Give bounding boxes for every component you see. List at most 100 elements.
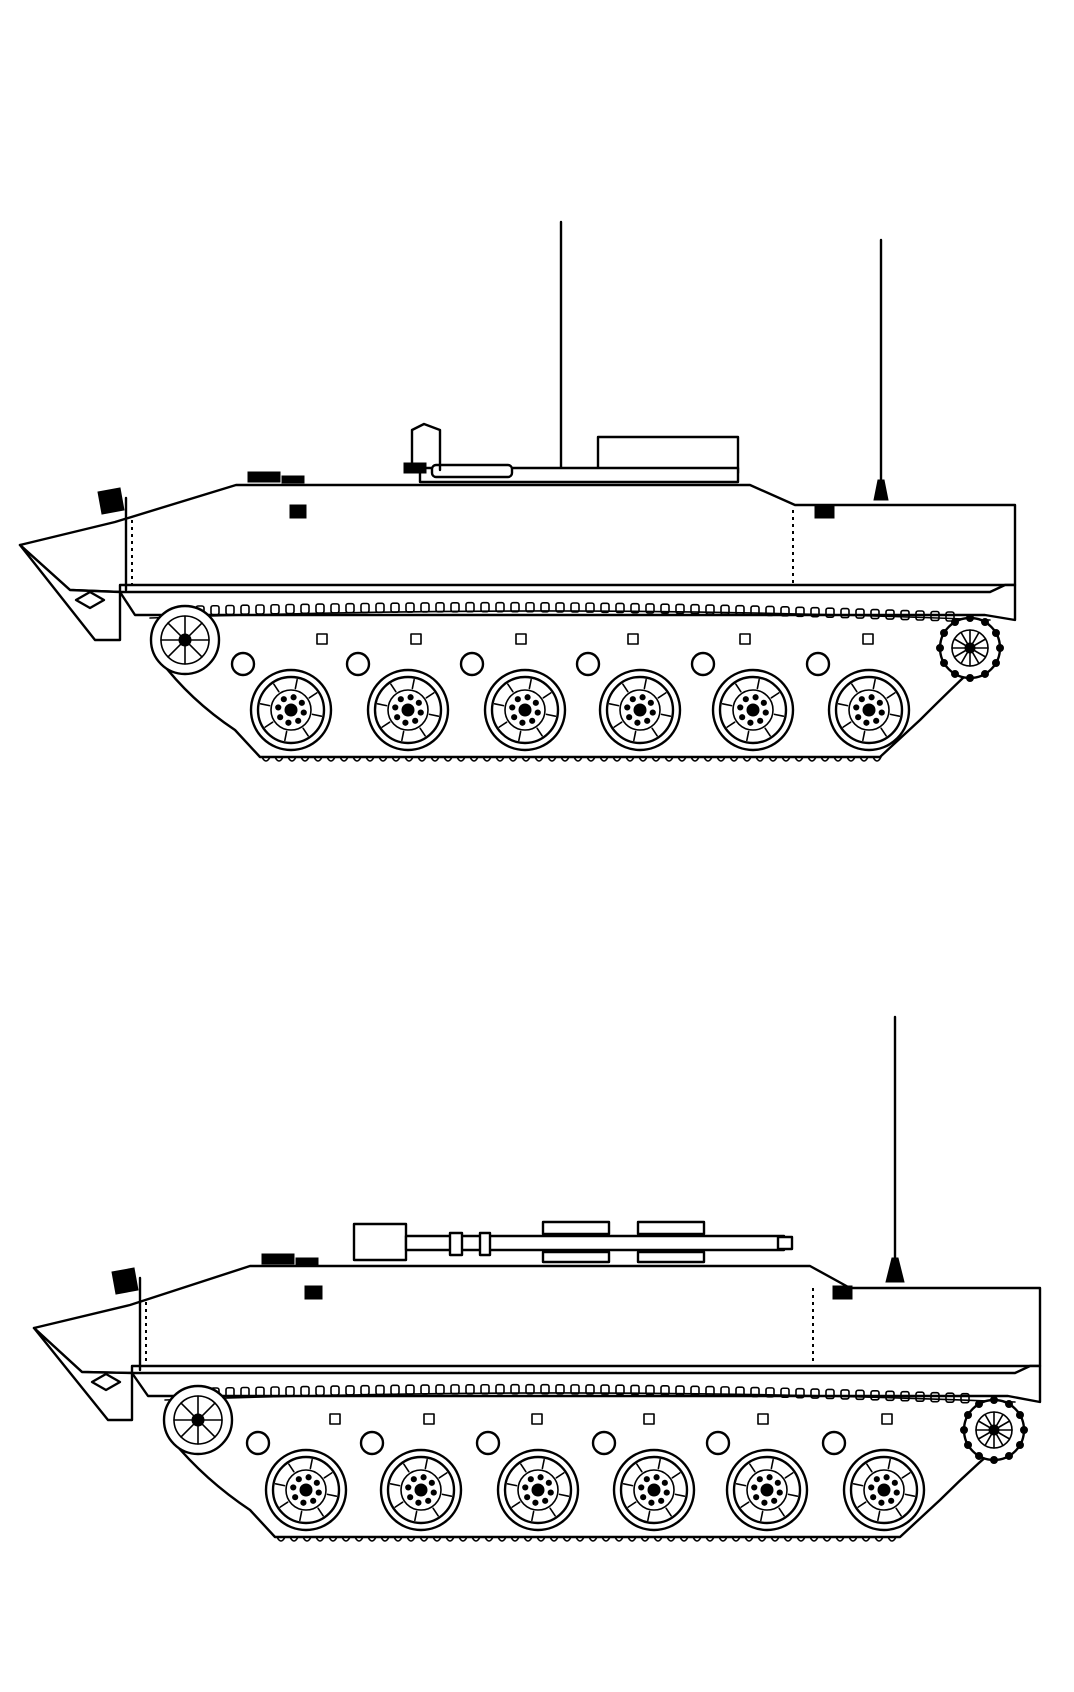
vehicle-side-view-top (18, 220, 1017, 762)
hull-upper (18, 483, 1017, 594)
wheel-rib (424, 1458, 428, 1470)
track-link (480, 601, 490, 613)
wheel-bolt (545, 1479, 552, 1486)
sprocket-tooth (966, 674, 974, 682)
wheel-bolt (638, 1484, 645, 1491)
wheel-bolt (626, 714, 633, 721)
track-link (456, 756, 466, 762)
wheel-rib (555, 1472, 565, 1479)
track-link (615, 602, 625, 614)
wheel-bolt (509, 704, 516, 711)
track-link (859, 756, 869, 762)
sprocket-tooth (990, 1456, 998, 1464)
track-link (651, 756, 661, 762)
track-link (750, 605, 760, 616)
wheel-rib (302, 727, 309, 737)
track-link (276, 1536, 286, 1542)
idler-spoke (188, 622, 203, 637)
track-link (525, 1383, 535, 1395)
track-link (757, 1536, 767, 1542)
wheel-bolt (315, 1489, 322, 1496)
wheel-bolt (640, 1494, 647, 1501)
track-link (345, 602, 355, 614)
track-link (675, 1385, 685, 1396)
track-link (445, 1536, 455, 1542)
track-link (945, 611, 955, 622)
track-link (480, 1383, 490, 1395)
track-link (375, 602, 385, 614)
sprocket-spoke (960, 651, 969, 665)
track-link (653, 1536, 663, 1542)
wheel-rib (622, 683, 629, 693)
track-link (240, 604, 250, 616)
track-link (915, 610, 925, 621)
track-link (690, 603, 700, 615)
wheel-bolt (663, 1489, 670, 1496)
track-link (679, 1536, 689, 1542)
wheel-rib (770, 692, 780, 699)
wheel-rib (438, 1472, 448, 1479)
wheel-bolt (313, 1479, 320, 1486)
track-link (285, 603, 295, 615)
track-link (300, 1385, 310, 1397)
wheel-bolt (402, 719, 409, 726)
track-link (833, 756, 843, 762)
track-link (270, 1386, 280, 1397)
track-link (534, 756, 544, 762)
wheel-bolt (661, 1479, 668, 1486)
sprocket-tooth (964, 1411, 973, 1419)
track-link (405, 1384, 415, 1396)
wheel-rib (506, 1483, 518, 1487)
track-link (523, 1536, 533, 1542)
track-link (705, 604, 715, 615)
track-links-upper (195, 601, 955, 622)
sprocket-spoke (997, 1431, 1011, 1440)
track-link (330, 1385, 340, 1396)
wheel-bolt (524, 694, 531, 701)
track-link (720, 604, 730, 616)
track-link (300, 756, 310, 762)
antenna-rear-mount (873, 479, 889, 501)
wheel-bolt (756, 1476, 763, 1483)
wheel-bolt (888, 1497, 895, 1504)
road-wheel (711, 668, 795, 752)
track-link (255, 604, 265, 615)
wheel-bolt (868, 1484, 875, 1491)
wheel-rib (390, 683, 397, 693)
wheel-rib (749, 1463, 756, 1473)
wheel-bolt (407, 694, 414, 701)
track-link (720, 1386, 730, 1397)
wheel-bolt (415, 699, 422, 706)
wheel-bolt (522, 1484, 529, 1491)
wheel-bolt (873, 1476, 880, 1483)
headlight (111, 1267, 139, 1295)
wheel-bolt (298, 699, 305, 706)
track-link (692, 1536, 702, 1542)
track-link (861, 1536, 871, 1542)
wheel-bolt (878, 1499, 885, 1506)
track-link (645, 603, 655, 614)
sprocket-tooth (966, 614, 974, 622)
track-link (585, 602, 595, 613)
wheel-bolt (292, 1494, 299, 1501)
sprocket-tooth (991, 659, 1000, 667)
track-link (690, 1385, 700, 1397)
wheel-rib (545, 713, 557, 717)
track-link (768, 756, 778, 762)
wheel-rib (498, 721, 508, 728)
track-link (406, 1536, 416, 1542)
road-wheel (249, 668, 333, 752)
track-link (645, 1384, 655, 1396)
wheel-bolt (647, 699, 654, 706)
track-link (820, 756, 830, 762)
track-link (289, 1536, 299, 1542)
track-link (615, 1384, 625, 1396)
track-link (765, 1387, 775, 1398)
antenna-mount (885, 1257, 905, 1283)
track-link (770, 1536, 780, 1542)
track-link (755, 756, 765, 762)
track-link (465, 601, 475, 613)
idler-spoke (201, 1402, 216, 1417)
wheel-rib (326, 1493, 338, 1497)
grab-handle-front (304, 1285, 323, 1300)
